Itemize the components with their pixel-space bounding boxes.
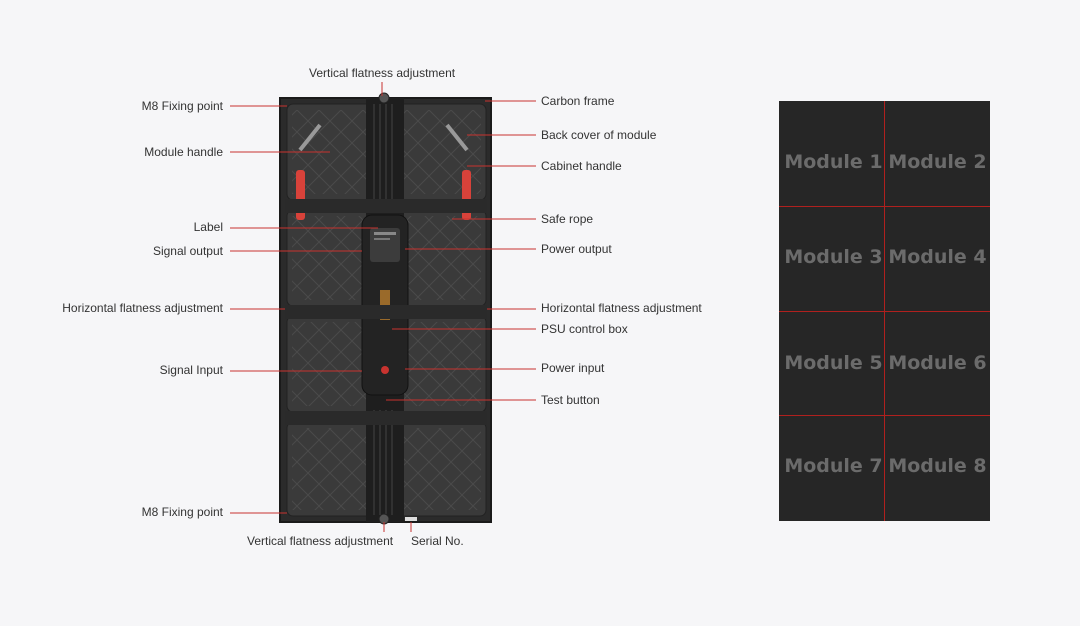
label-m8-top: M8 Fixing point xyxy=(141,99,223,113)
serial-tag xyxy=(405,517,417,521)
label-vertical-top: Vertical flatness adjustment xyxy=(309,66,456,80)
grid-divider-h1 xyxy=(779,206,990,207)
module-2: Module 2 xyxy=(888,151,987,173)
label-plate xyxy=(370,228,400,262)
label-psu: PSU control box xyxy=(541,322,628,336)
label-serial: Serial No. xyxy=(411,534,464,548)
test-button-dot xyxy=(381,366,389,374)
grid-divider-h2 xyxy=(779,311,990,312)
label-power-input: Power input xyxy=(541,361,605,375)
spine-vents xyxy=(373,104,393,515)
module-5: Module 5 xyxy=(784,352,883,374)
grid-divider-h3 xyxy=(779,415,990,416)
module-4: Module 4 xyxy=(888,246,987,268)
module-6: Module 6 xyxy=(888,352,987,374)
label-safe-rope: Safe rope xyxy=(541,212,594,226)
label-signal-input: Signal Input xyxy=(159,363,223,377)
label-signal-output: Signal output xyxy=(152,244,223,258)
module-7: Module 7 xyxy=(784,455,883,477)
module-grid: Module 1 Module 2 Module 3 Module 4 Modu… xyxy=(779,101,990,521)
module-3: Module 3 xyxy=(784,246,883,268)
label-horizontal-left: Horizontal flatness adjustment xyxy=(62,301,223,315)
vertical-adjuster-top xyxy=(378,92,390,104)
label-test-button: Test button xyxy=(541,393,600,407)
module-1: Module 1 xyxy=(784,151,883,173)
leader-lines xyxy=(230,82,536,532)
label-module-handle: Module handle xyxy=(144,145,223,159)
label-vertical-bottom: Vertical flatness adjustment xyxy=(247,534,394,548)
label-back-cover: Back cover of module xyxy=(541,128,657,142)
label-power-output: Power output xyxy=(541,242,612,256)
label-label: Label xyxy=(193,220,223,234)
module-8: Module 8 xyxy=(888,455,987,477)
label-carbon-frame: Carbon frame xyxy=(541,94,615,108)
label-horizontal-right: Horizontal flatness adjustment xyxy=(541,301,702,315)
back-covers xyxy=(286,103,487,517)
label-cabinet-handle: Cabinet handle xyxy=(541,159,622,173)
label-m8-bottom: M8 Fixing point xyxy=(141,505,223,519)
